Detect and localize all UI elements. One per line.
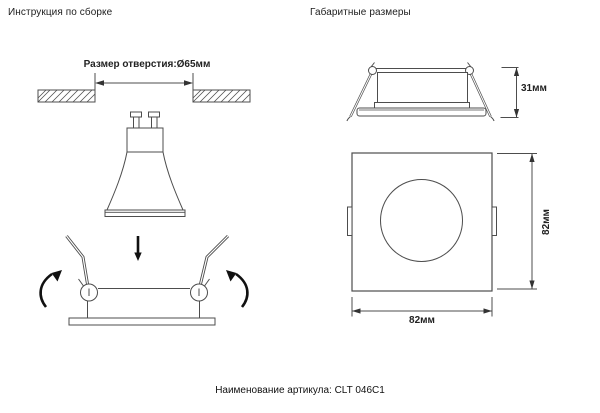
lamp-pin [133,116,140,129]
rotate-arrow-left [39,270,62,308]
depth-dimension-label: 31мм [521,83,547,94]
height-dimension-82 [497,153,537,290]
hatch-left [37,89,96,103]
lamp-body [106,151,184,211]
side-view-drawing [346,62,520,122]
hole-dimension [94,73,194,90]
lamp-pin-cap [130,111,142,118]
hatch-right [192,89,251,103]
height-dimension-label: 82мм [541,209,552,235]
hole-size-label: Размер отверстия:Ø65мм [83,59,211,70]
arrowhead-left [95,80,104,86]
front-opening [380,179,463,262]
spring-clip-left [65,235,89,287]
fixture-clips-drawing [39,234,249,326]
rotate-arrow-right [226,270,249,308]
section-title-assembly: Инструкция по сборке [8,7,113,18]
front-view-drawing [347,152,537,317]
lamp-rim [104,209,186,217]
article-name-label: Наименование артикула: CLT 046C1 [215,385,385,396]
arrowhead-right [184,80,193,86]
side-pivot-left [368,66,377,75]
height-dimension-31 [500,67,520,118]
ceiling-cutout-drawing [37,89,251,103]
width-dimension-82 [351,297,493,317]
lamp-neck [126,127,164,153]
gu10-lamp-drawing [104,111,186,217]
side-band [374,102,470,109]
side-clip-right [467,62,495,122]
side-body [377,72,468,103]
fixture-flange [68,317,216,326]
side-trim-ring [356,107,487,117]
lamp-pin-cap [148,111,160,118]
front-tab-left [347,206,353,236]
width-dimension-label: 82мм [409,315,435,326]
section-title-dimensions: Габаритные размеры [310,7,411,18]
lamp-pin [151,116,158,129]
insert-direction-arrow [134,236,142,261]
front-tab-right [491,206,497,236]
spring-clip-right [199,234,230,287]
